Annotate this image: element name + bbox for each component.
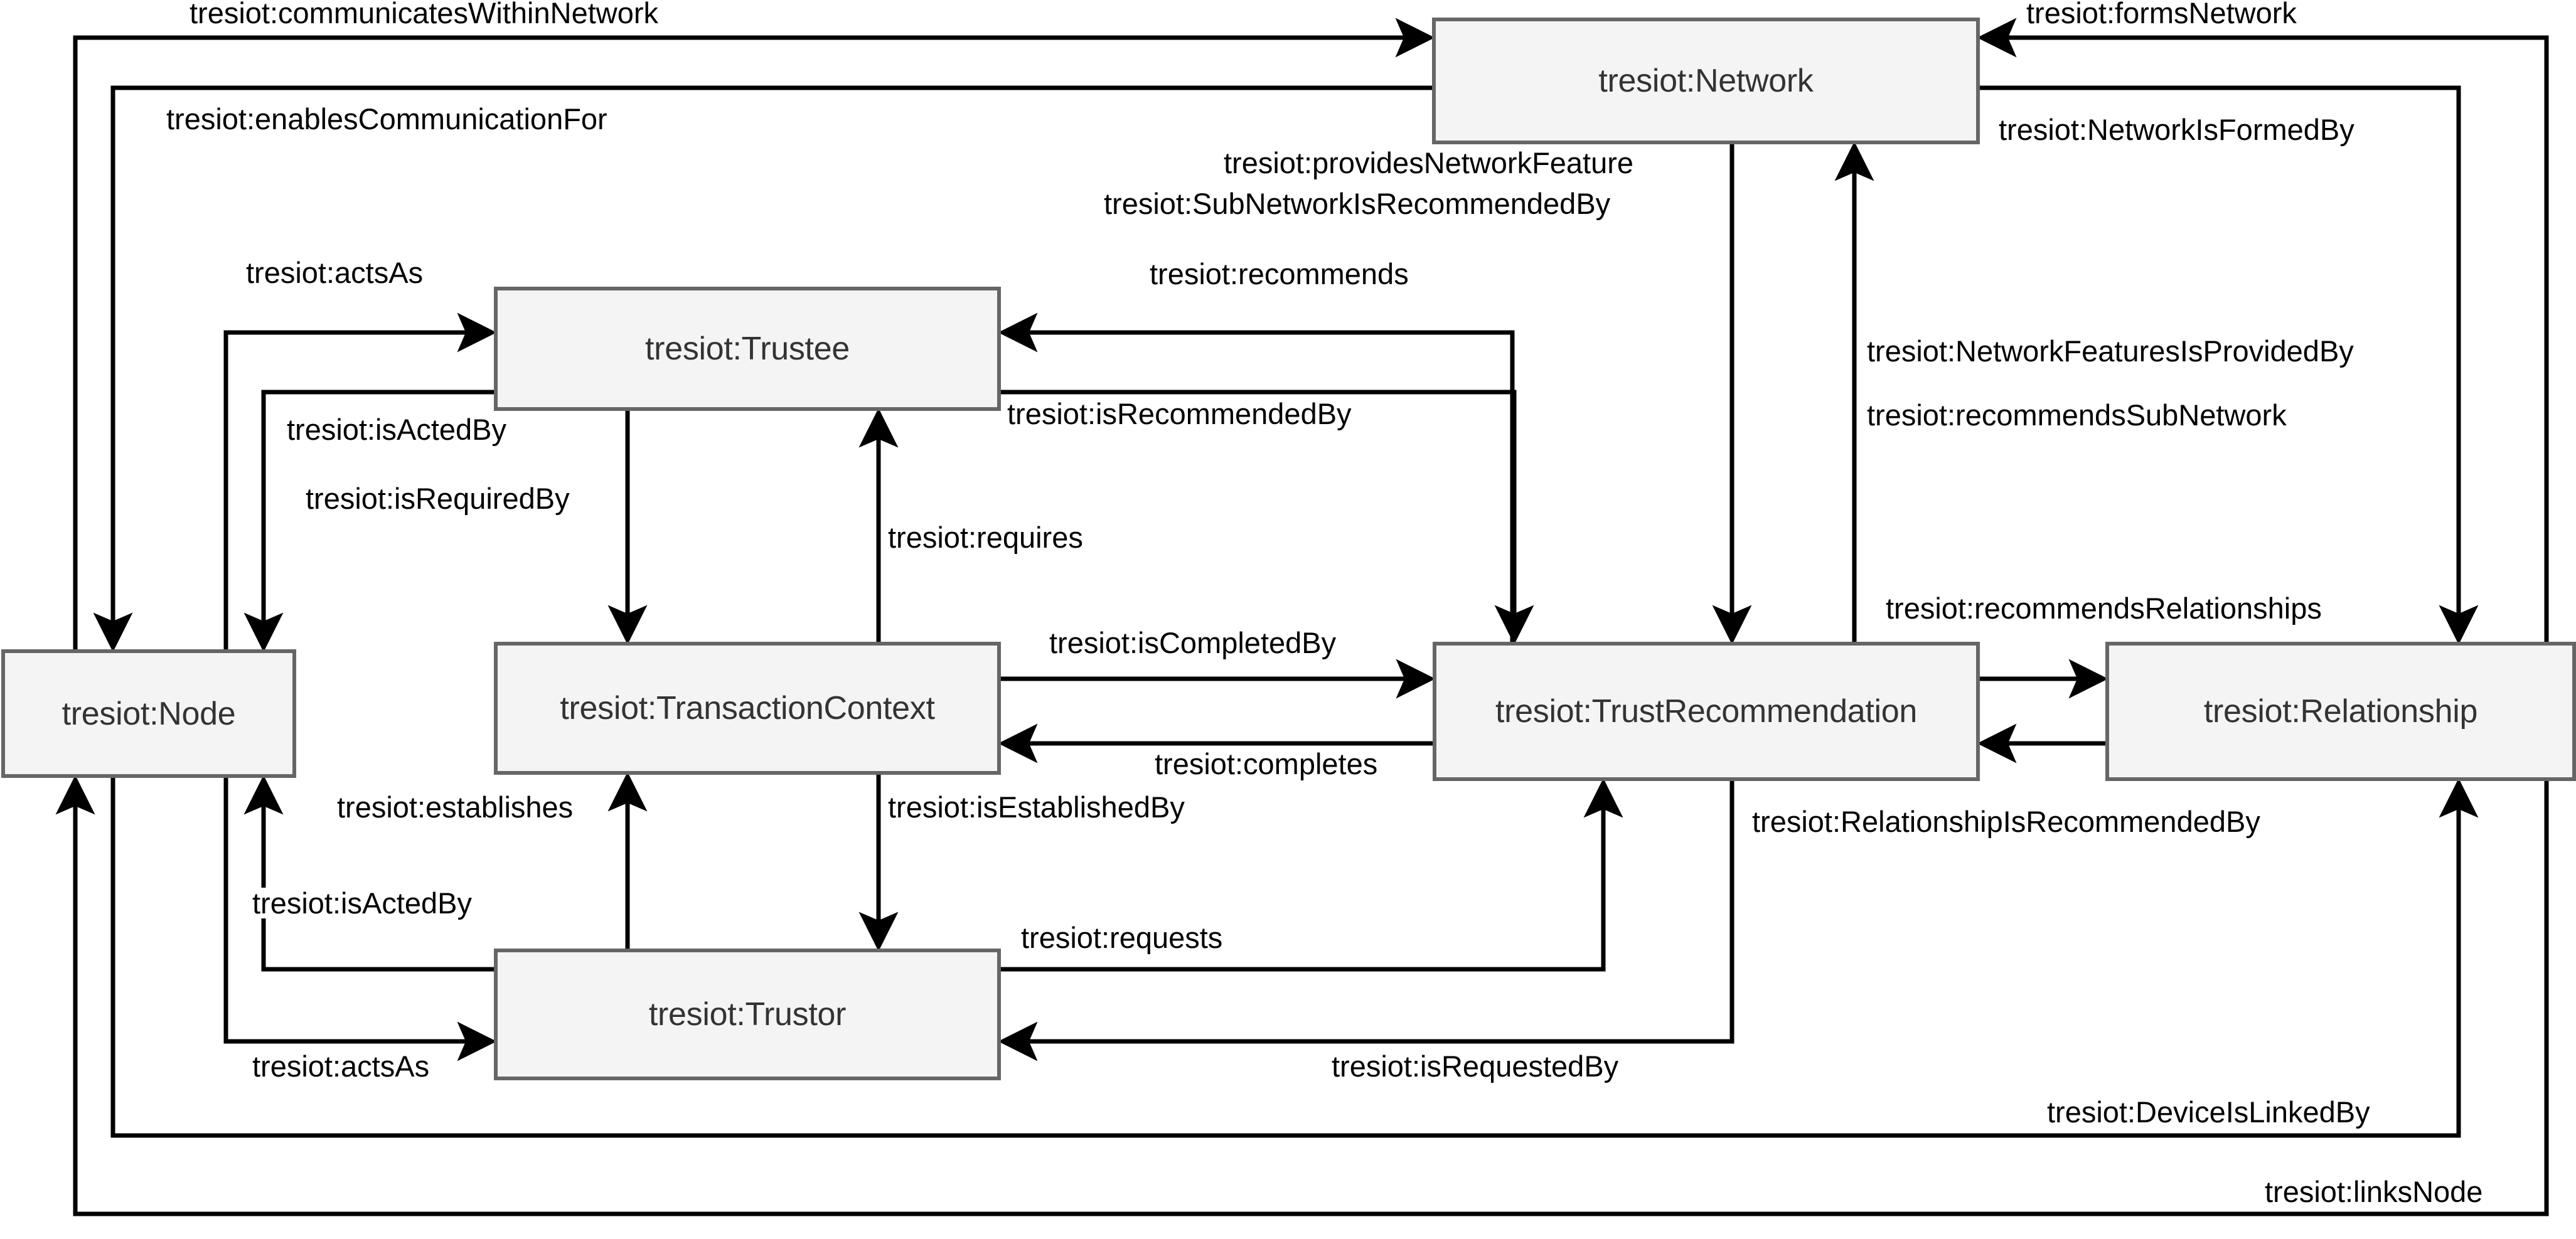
edge-requests bbox=[1001, 778, 1623, 972]
edge-label-enablesCommunicationFor: tresiot:enablesCommunicationFor bbox=[162, 104, 612, 134]
edge-label-providesNetworkFeature: tresiot:providesNetworkFeature bbox=[1219, 147, 1638, 178]
edge-label-DeviceIsLinkedBy: tresiot:DeviceIsLinkedBy bbox=[2043, 1097, 2375, 1127]
edge-label-completes: tresiot:completes bbox=[1150, 748, 1382, 779]
node-box-transactioncontext[interactable]: tresiot:TransactionContext bbox=[494, 642, 1001, 775]
edge-label-isRecommendedBy: tresiot:isRecommendedBy bbox=[1003, 398, 1356, 429]
edge-label-formsNetwork: tresiot:formsNetwork bbox=[2022, 0, 2301, 28]
edge-actsAs-trustee bbox=[223, 312, 497, 649]
node-box-trustee[interactable]: tresiot:Trustee bbox=[494, 287, 1001, 411]
edge-label-requires: tresiot:requires bbox=[884, 522, 1088, 553]
edge-label-requests: tresiot:requests bbox=[1017, 922, 1227, 953]
edge-label-actsAs-trustor: tresiot:actsAs bbox=[248, 1051, 434, 1082]
node-label-transactioncontext: tresiot:TransactionContext bbox=[560, 690, 935, 726]
edge-formsNetwork bbox=[1977, 18, 2549, 642]
node-label-trustor: tresiot:Trustor bbox=[648, 996, 847, 1033]
edge-isRecommendedBy bbox=[1001, 390, 1534, 645]
edge-isActedBy-trustee bbox=[243, 390, 494, 652]
edge-label-actsAs-trustee: tresiot:actsAs bbox=[242, 257, 428, 288]
edge-label-recommends: tresiot:recommends bbox=[1145, 258, 1413, 289]
edge-enablesCommunicationFor bbox=[93, 85, 1432, 652]
edge-recommends bbox=[998, 312, 1515, 642]
edge-isActedBy-trustor bbox=[243, 775, 494, 972]
edge-NetworkIsFormedBy bbox=[1980, 85, 2479, 645]
node-label-node: tresiot:Node bbox=[61, 695, 236, 732]
node-box-node[interactable]: tresiot:Node bbox=[1, 649, 296, 778]
edge-label-communicatesWithinNetwork: tresiot:communicatesWithinNetwork bbox=[185, 0, 663, 28]
edge-DeviceIsLinkedBy bbox=[110, 778, 2479, 1138]
edge-actsAs-trustor bbox=[223, 778, 497, 1061]
edge-isRequestedBy bbox=[998, 781, 1734, 1061]
edge-label-isRequestedBy: tresiot:isRequestedBy bbox=[1327, 1051, 1623, 1082]
node-box-relationship[interactable]: tresiot:Relationship bbox=[2105, 642, 2576, 781]
edge-label-recommendsSubNetwork: tresiot:recommendsSubNetwork bbox=[1863, 400, 2291, 430]
edge-label-isRequiredBy: tresiot:isRequiredBy bbox=[301, 483, 574, 514]
node-label-network: tresiot:Network bbox=[1598, 63, 1814, 99]
edge-label-NetworkIsFormedBy: tresiot:NetworkIsFormedBy bbox=[1994, 114, 2359, 145]
edge-label-isActedBy-trustor: tresiot:isActedBy bbox=[248, 888, 477, 918]
node-label-trustrecommendation: tresiot:TrustRecommendation bbox=[1495, 693, 1917, 730]
edge-label-recommendsRelationships: tresiot:recommendsRelationships bbox=[1881, 593, 2326, 624]
node-box-trustrecommendation[interactable]: tresiot:TrustRecommendation bbox=[1433, 642, 1980, 781]
node-box-network[interactable]: tresiot:Network bbox=[1432, 18, 1980, 144]
edge-communicatesWithinNetwork bbox=[73, 18, 1435, 649]
edge-linksNode bbox=[55, 775, 2549, 1216]
node-box-trustor[interactable]: tresiot:Trustor bbox=[494, 949, 1001, 1080]
edge-label-isEstablishedBy: tresiot:isEstablishedBy bbox=[884, 792, 1189, 822]
edge-label-establishes: tresiot:establishes bbox=[333, 792, 578, 822]
edge-label-RelationshipIsRecommendedBy: tresiot:RelationshipIsRecommendedBy bbox=[1748, 806, 2265, 837]
edge-label-isCompletedBy: tresiot:isCompletedBy bbox=[1045, 627, 1341, 658]
node-label-trustee: tresiot:Trustee bbox=[645, 331, 850, 367]
edge-label-SubNetworkIsRecommendedBy: tresiot:SubNetworkIsRecommendedBy bbox=[1099, 188, 1615, 219]
edge-label-linksNode: tresiot:linksNode bbox=[2260, 1176, 2488, 1207]
edge-label-NetworkFeaturesIsProvidedBy: tresiot:NetworkFeaturesIsProvidedBy bbox=[1863, 336, 2358, 366]
edge-label-isActedBy-trustee: tresiot:isActedBy bbox=[282, 414, 511, 445]
node-label-relationship: tresiot:Relationship bbox=[2203, 693, 2478, 730]
